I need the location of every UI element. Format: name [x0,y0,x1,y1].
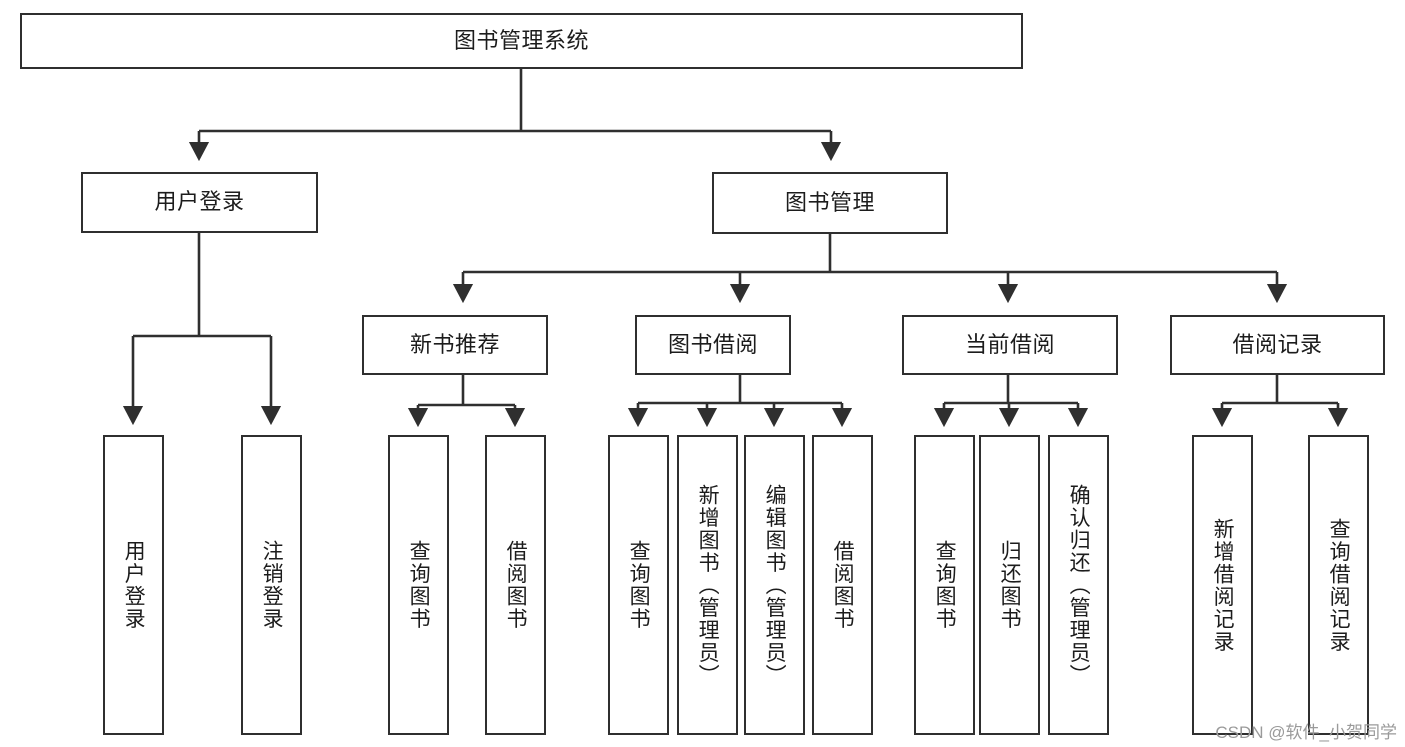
node-label: 编辑图书（管理员） [763,483,787,687]
node-label: 借阅记录 [1232,331,1323,357]
node-current-borrow[interactable]: 当前借阅 [902,315,1118,375]
node-new-book-recommend[interactable]: 新书推荐 [362,315,548,375]
leaf-node-query-books-current[interactable]: 查询图书 [914,435,975,735]
node-user-login[interactable]: 用户登录 [81,172,318,233]
node-label: 查询图书 [407,540,431,630]
node-label: 用户登录 [122,540,146,630]
leaf-node-query-borrow-record[interactable]: 查询借阅记录 [1308,435,1369,735]
leaf-node-add-borrow-record[interactable]: 新增借阅记录 [1192,435,1253,735]
node-label: 查询借阅记录 [1327,517,1351,653]
node-label: 用户登录 [154,189,245,215]
node-label: 新增借阅记录 [1211,517,1235,653]
leaf-node-return-books[interactable]: 归还图书 [979,435,1040,735]
node-label: 查询图书 [627,540,651,630]
node-label: 借阅图书 [831,540,855,630]
node-label: 注销登录 [260,540,284,630]
leaf-node-edit-book-admin[interactable]: 编辑图书（管理员） [744,435,805,735]
node-label: 图书管理系统 [453,27,589,53]
node-borrow-records[interactable]: 借阅记录 [1170,315,1385,375]
leaf-node-confirm-return-admin[interactable]: 确认归还（管理员） [1048,435,1109,735]
node-label: 新书推荐 [409,331,500,357]
node-label: 借阅图书 [504,540,528,630]
node-label: 图书借阅 [667,331,758,357]
node-root-book-management-system[interactable]: 图书管理系统 [20,13,1023,69]
node-label: 图书管理 [784,189,875,215]
node-label: 当前借阅 [964,331,1055,357]
leaf-node-borrow-books-newbook[interactable]: 借阅图书 [485,435,546,735]
leaf-node-add-book-admin[interactable]: 新增图书（管理员） [677,435,738,735]
leaf-node-user-login[interactable]: 用户登录 [103,435,164,735]
leaf-node-borrow-books-borrow[interactable]: 借阅图书 [812,435,873,735]
leaf-node-query-books-borrow[interactable]: 查询图书 [608,435,669,735]
csdn-watermark: CSDN @软件_小贺同学 [1215,723,1397,742]
node-label: 归还图书 [998,540,1022,630]
node-book-borrow[interactable]: 图书借阅 [635,315,791,375]
node-label: 新增图书（管理员） [696,483,720,687]
node-label: 查询图书 [933,540,957,630]
leaf-node-query-books-newbook[interactable]: 查询图书 [388,435,449,735]
node-book-management[interactable]: 图书管理 [712,172,948,234]
leaf-node-logout[interactable]: 注销登录 [241,435,302,735]
node-label: 确认归还（管理员） [1067,483,1091,687]
